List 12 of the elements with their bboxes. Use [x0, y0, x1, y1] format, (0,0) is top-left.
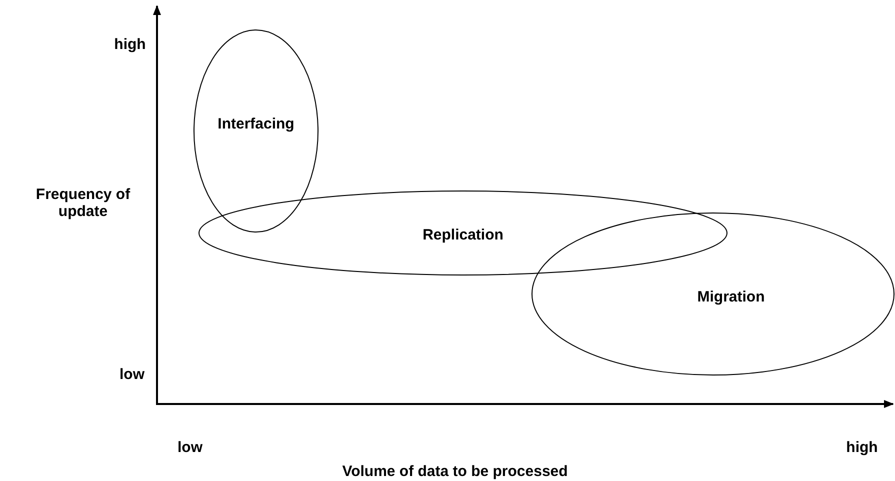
axis-tick-label: high [113, 36, 147, 53]
axis-tick-label: high [845, 439, 879, 456]
ellipse-region [531, 212, 895, 376]
region-label: Replication [422, 226, 504, 244]
region-label: Migration [697, 288, 765, 306]
ellipse-region [193, 29, 319, 233]
region-label: Interfacing [218, 116, 294, 132]
axis-tick-label: low [118, 366, 146, 383]
axis-tick-label: low [176, 439, 204, 456]
ellipse-region [198, 190, 728, 276]
axis-title: Volume of data to be processed [341, 463, 569, 480]
axis-title: Frequency of update [34, 186, 132, 220]
